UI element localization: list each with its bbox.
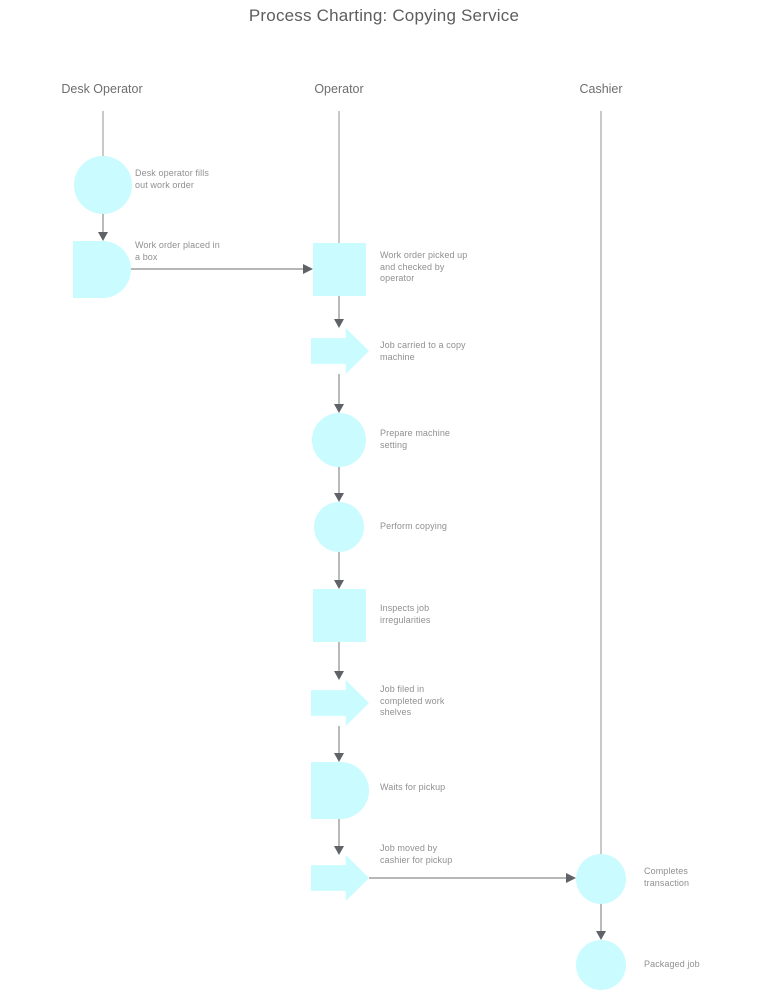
node-label-work-order-picked-up: Work order picked up and checked by oper…	[380, 250, 468, 283]
node-label-job-carried-to-copy-machine: Job carried to a copy machine	[380, 340, 466, 362]
node-label-job-filed-in-completed-work-shelves: Job filed in completed work shelves	[380, 684, 445, 717]
node-desk-operator-fills-work-order[interactable]	[74, 156, 132, 214]
node-label-waits-for-pickup: Waits for pickup	[380, 782, 446, 792]
connector-completes-to-packaged-head	[596, 931, 606, 940]
delay-icon	[311, 762, 369, 819]
connector-carried-to-prepare-head	[334, 404, 344, 413]
node-label-completes-transaction: Completes transaction	[644, 866, 690, 888]
operation-circle-icon	[312, 413, 366, 467]
node-label-packaged-job: Packaged job	[644, 959, 700, 969]
node-perform-copying[interactable]	[314, 502, 364, 552]
node-prepare-machine-setting[interactable]	[312, 413, 366, 467]
operation-circle-icon	[314, 502, 364, 552]
connector-circle-to-delay-head	[98, 232, 108, 241]
connector-pickup-to-carried-head	[334, 319, 344, 328]
transport-arrow-icon	[311, 328, 369, 374]
node-work-order-picked-up[interactable]	[313, 243, 366, 296]
connector-copying-to-inspects-head	[334, 580, 344, 589]
page-title: Process Charting: Copying Service	[248, 6, 520, 25]
node-job-carried-to-copy-machine[interactable]	[311, 328, 369, 374]
connector-prepare-to-copying-head	[334, 493, 344, 502]
node-completes-transaction[interactable]	[576, 854, 626, 904]
node-inspects-job-irregularities[interactable]	[313, 589, 366, 642]
delay-icon	[73, 241, 131, 298]
operation-circle-icon	[576, 940, 626, 990]
node-label-desk-operator-fills-work-order: Desk operator fills out work order	[135, 168, 209, 190]
node-label-work-order-placed-in-box: Work order placed in a box	[135, 240, 220, 262]
operation-circle-icon	[74, 156, 132, 214]
node-label-inspects-job-irregularities: Inspects job irregularities	[380, 603, 431, 625]
node-waits-for-pickup[interactable]	[311, 762, 369, 819]
inspection-square-icon	[313, 243, 366, 296]
swimlane-header-operator: Operator	[314, 82, 364, 96]
connector-filed-to-waits-head	[334, 753, 344, 762]
node-work-order-placed-in-box[interactable]	[73, 241, 131, 298]
transport-arrow-icon	[311, 855, 369, 901]
inspection-square-icon	[313, 589, 366, 642]
connector-delay-to-pickup-head	[303, 264, 313, 274]
connector-moved-to-cashier-head	[566, 873, 576, 883]
node-label-prepare-machine-setting: Prepare machine setting	[380, 428, 451, 450]
node-label-perform-copying: Perform copying	[380, 521, 448, 531]
swimlane-header-cashier: Cashier	[579, 82, 623, 96]
node-job-filed-in-completed-work-shelves[interactable]	[311, 680, 369, 726]
node-label-job-moved-by-cashier: Job moved by cashier for pickup	[380, 843, 453, 865]
connector-waits-to-moved-head	[334, 846, 344, 855]
node-job-moved-by-cashier[interactable]	[311, 855, 369, 901]
transport-arrow-icon	[311, 680, 369, 726]
node-packaged-job[interactable]	[576, 940, 626, 990]
operation-circle-icon	[576, 854, 626, 904]
swimlane-header-desk-operator: Desk Operator	[61, 82, 143, 96]
connector-inspects-to-filed-head	[334, 671, 344, 680]
